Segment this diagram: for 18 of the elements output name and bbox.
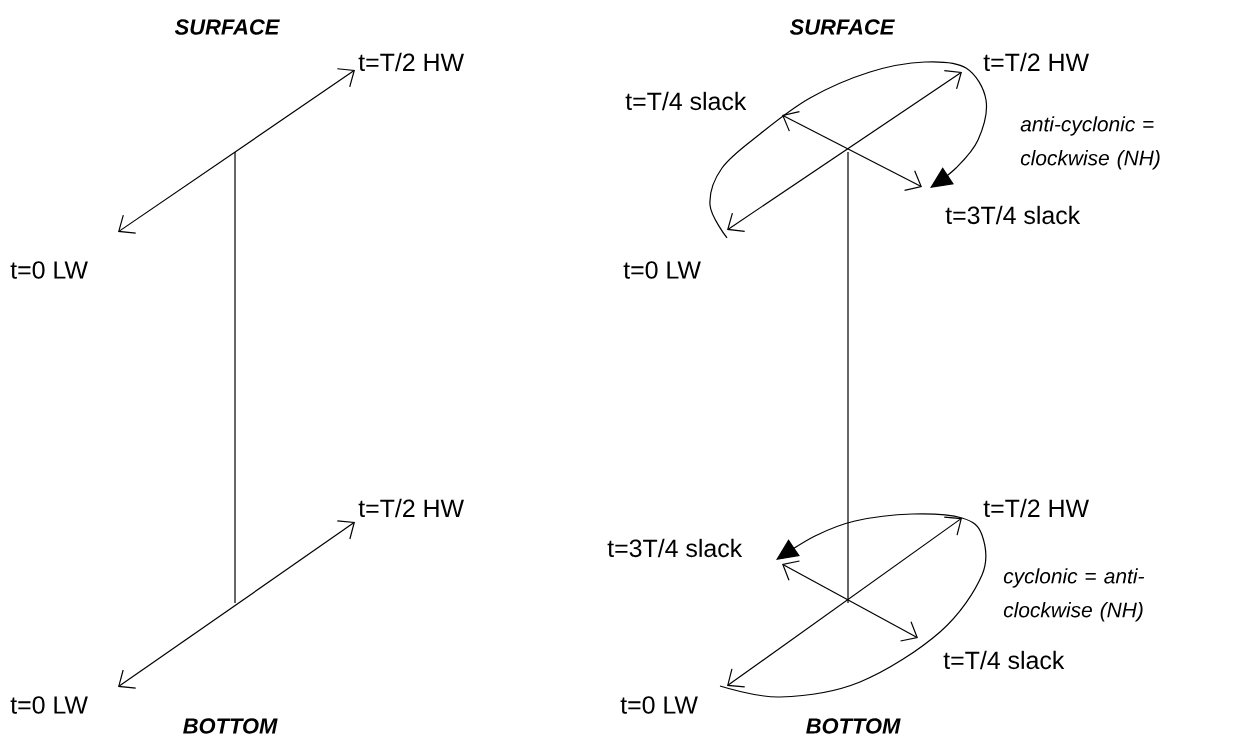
time-label: t=T/2 HW <box>983 498 1089 518</box>
layer-heading: BOTTOM <box>806 718 901 734</box>
time-label: t=3T/4 slack <box>607 538 743 558</box>
time-label: t=3T/4 slack <box>945 205 1081 225</box>
time-label: t=T/2 HW <box>983 52 1089 72</box>
time-label: t=T/4 slack <box>943 650 1065 670</box>
time-label: t=T/2 HW <box>358 498 464 518</box>
time-label: t=T/2 HW <box>358 52 464 72</box>
time-label: t=0 LW <box>623 261 701 279</box>
layer-heading: SURFACE <box>789 19 895 35</box>
time-label: t=T/4 slack <box>625 91 747 111</box>
layer-heading: SURFACE <box>174 19 280 35</box>
time-label: t=0 LW <box>620 696 698 714</box>
rotation-note: anti-cyclonic = clockwise (NH) <box>1020 116 1160 170</box>
time-label: t=0 LW <box>10 261 88 279</box>
time-label: t=0 LW <box>10 696 88 714</box>
layer-heading: BOTTOM <box>183 718 278 734</box>
rotation-note: cyclonic = anti-clockwise (NH) <box>1003 568 1144 622</box>
